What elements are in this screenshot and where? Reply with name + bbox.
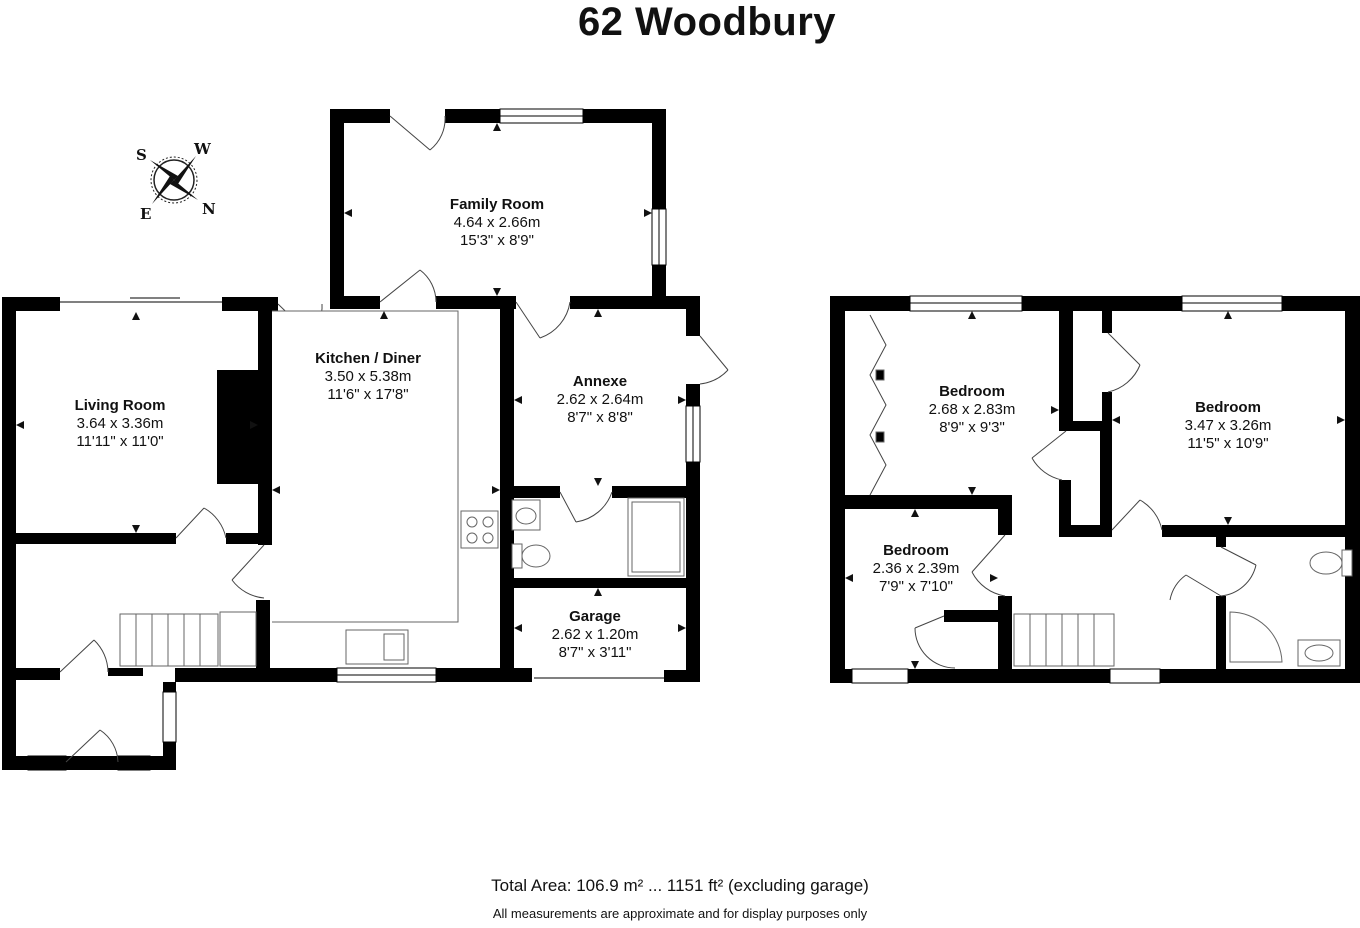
room-metric: 2.62 x 1.20m: [551, 626, 639, 643]
room-imperial: 8'7" x 8'8": [567, 409, 633, 426]
page-title: 62 Woodbury: [577, 0, 837, 44]
room-imperial: 11'5" x 10'9": [1187, 435, 1269, 452]
windows: [27, 108, 1283, 771]
disclaimer-text: All measurements are approximate and for…: [492, 906, 868, 921]
room-bedroom-2: Bedroom 3.47 x 3.26m 11'5" x 10'9": [1168, 399, 1288, 453]
walls: [2, 109, 1360, 770]
room-imperial: 11'11" x 11'0": [76, 433, 164, 450]
room-metric: 3.47 x 3.26m: [1184, 417, 1272, 434]
room-name: Family Room: [449, 196, 545, 213]
room-imperial: 8'9" x 9'3": [939, 419, 1005, 436]
room-annexe: Annexe 2.62 x 2.64m 8'7" x 8'8": [540, 373, 660, 427]
compass-w-label: W: [194, 140, 211, 158]
room-imperial: 11'6" x 17'8": [327, 386, 409, 403]
room-metric: 4.64 x 2.66m: [453, 214, 541, 231]
compass-icon: [150, 156, 198, 204]
room-family-room: Family Room 4.64 x 2.66m 15'3" x 8'9": [437, 196, 557, 250]
room-metric: 3.64 x 3.36m: [76, 415, 164, 432]
doors: [59, 115, 1257, 763]
compass-e-label: E: [140, 205, 152, 223]
room-name: Annexe: [572, 373, 628, 390]
room-name: Bedroom: [1195, 399, 1261, 416]
room-bedroom-1: Bedroom 2.68 x 2.83m 8'9" x 9'3": [912, 383, 1032, 437]
room-metric: 3.50 x 5.38m: [324, 368, 412, 385]
room-garage: Garage 2.62 x 1.20m 8'7" x 3'11": [535, 608, 655, 662]
room-name: Bedroom: [939, 383, 1005, 400]
compass-n-label: N: [202, 200, 216, 218]
room-kitchen-diner: Kitchen / Diner 3.50 x 5.38m 11'6" x 17'…: [298, 350, 438, 404]
room-name: Bedroom: [883, 542, 949, 559]
room-name: Garage: [569, 608, 621, 625]
room-metric: 2.68 x 2.83m: [928, 401, 1016, 418]
dimension-markers: [16, 123, 1345, 669]
room-imperial: 15'3" x 8'9": [460, 232, 534, 249]
compass-s-label: S: [136, 146, 147, 164]
room-metric: 2.36 x 2.39m: [872, 560, 960, 577]
total-area-text: Total Area: 106.9 m² ... 1151 ft² (exclu…: [491, 876, 869, 895]
room-imperial: 7'9" x 7'10": [879, 578, 953, 595]
room-imperial: 8'7" x 3'11": [558, 644, 632, 661]
room-living-room: Living Room 3.64 x 3.36m 11'11" x 11'0": [60, 397, 180, 451]
room-name: Kitchen / Diner: [315, 350, 421, 367]
room-name: Living Room: [74, 397, 166, 414]
room-bedroom-3: Bedroom 2.36 x 2.39m 7'9" x 7'10": [856, 542, 976, 596]
room-metric: 2.62 x 2.64m: [556, 391, 644, 408]
fixtures: [119, 310, 1353, 667]
